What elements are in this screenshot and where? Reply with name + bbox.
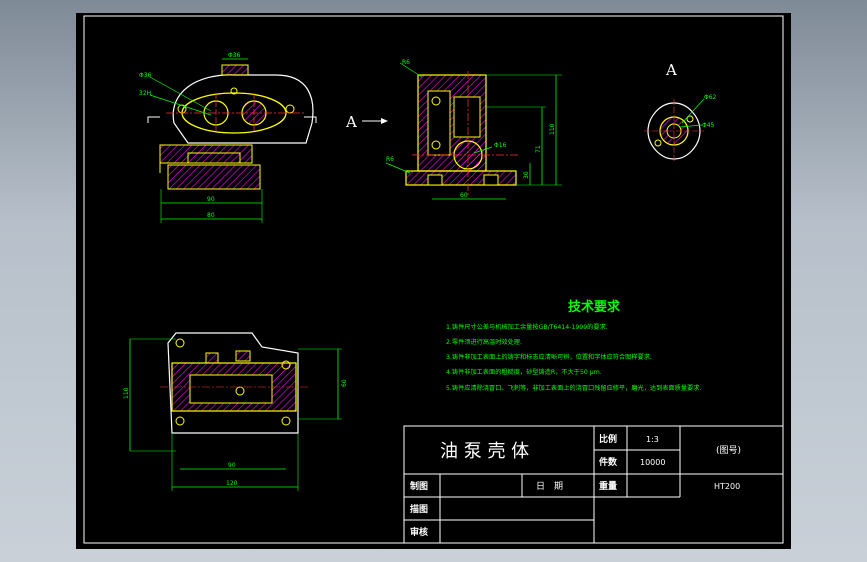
title-block-text: 油 泵 壳 体 比例 1:3 件数 10000 (图号) 重量 HT200 制图… bbox=[410, 433, 741, 538]
tech-requirements: 技术要求 1.铸件尺寸公差与机械加工余量按GB/T6414-1999的要求. 2… bbox=[446, 299, 701, 392]
drawing-number: (图号) bbox=[716, 445, 741, 456]
dim-top-left2: 32H bbox=[139, 90, 151, 97]
tech-item-1: 1.铸件尺寸公差与机械加工余量按GB/T6414-1999的要求. bbox=[446, 323, 608, 331]
front-view: 110 60 90 120 bbox=[123, 332, 348, 491]
checked-label: 审核 bbox=[410, 526, 428, 538]
view-a-label: A bbox=[665, 61, 677, 79]
dim-sec-71: 71 bbox=[535, 145, 542, 153]
title-block bbox=[403, 425, 784, 544]
tech-item-2: 2.零件须进行高温时效处理. bbox=[446, 338, 522, 346]
section-view: A R6 R6 Φ16 110 71 30 60 bbox=[345, 59, 562, 200]
quantity-label: 件数 bbox=[599, 456, 618, 468]
tech-item-3: 3.铸件非加工表面上的铸字和标志应清晰可辨，位置和字体应符合图样要求. bbox=[446, 353, 652, 361]
material: HT200 bbox=[714, 482, 740, 491]
scale-label: 比例 bbox=[599, 433, 617, 445]
date-label: 日 期 bbox=[536, 481, 563, 492]
dim-front-60: 60 bbox=[341, 379, 348, 387]
dim-sec-60: 60 bbox=[460, 192, 468, 199]
dim-a-phi: Φ45 bbox=[702, 122, 715, 129]
drawn-label: 制图 bbox=[410, 480, 428, 492]
dim-sec-110: 110 bbox=[549, 123, 556, 135]
view-a: A Φ62 Φ45 bbox=[644, 61, 717, 163]
dim-top-left1: Φ36 bbox=[139, 72, 152, 79]
dim-front-90: 90 bbox=[228, 462, 236, 469]
tech-title: 技术要求 bbox=[568, 299, 621, 315]
drawing-sheet: Φ36 Φ36 32H 90 80 A R bbox=[76, 13, 791, 549]
quantity-value: 10000 bbox=[640, 458, 665, 467]
dim-top-90: 90 bbox=[207, 196, 215, 203]
weight-label: 重量 bbox=[599, 480, 617, 492]
part-name: 油 泵 壳 体 bbox=[440, 441, 529, 462]
scale-value: 1:3 bbox=[646, 435, 659, 444]
tech-item-5: 5.铸件应清除浇冒口、飞刺等，非加工表面上的浇冒口残留应修平，磨光，达到表面质量… bbox=[446, 384, 701, 392]
dim-sec-r6-bot: R6 bbox=[386, 156, 394, 163]
tech-item-4: 4.铸件非加工表面的粗糙度，砂型铸造R，不大于50 μm. bbox=[446, 368, 602, 376]
dim-front-110: 110 bbox=[123, 387, 130, 399]
cad-drawing: Φ36 Φ36 32H 90 80 A R bbox=[83, 15, 784, 544]
dim-sec-30: 30 bbox=[523, 171, 530, 179]
section-label: A bbox=[345, 113, 357, 131]
dim-sec-r6-top: R6 bbox=[402, 59, 410, 66]
top-view: Φ36 Φ36 32H 90 80 bbox=[139, 52, 317, 223]
dim-top-80: 80 bbox=[207, 212, 215, 219]
dim-a-r: Φ62 bbox=[704, 94, 717, 101]
traced-label: 描图 bbox=[410, 503, 428, 515]
dim-sec-phi: Φ16 bbox=[494, 142, 507, 149]
dim-top-width: Φ36 bbox=[228, 52, 241, 59]
dim-front-120: 120 bbox=[226, 480, 238, 487]
